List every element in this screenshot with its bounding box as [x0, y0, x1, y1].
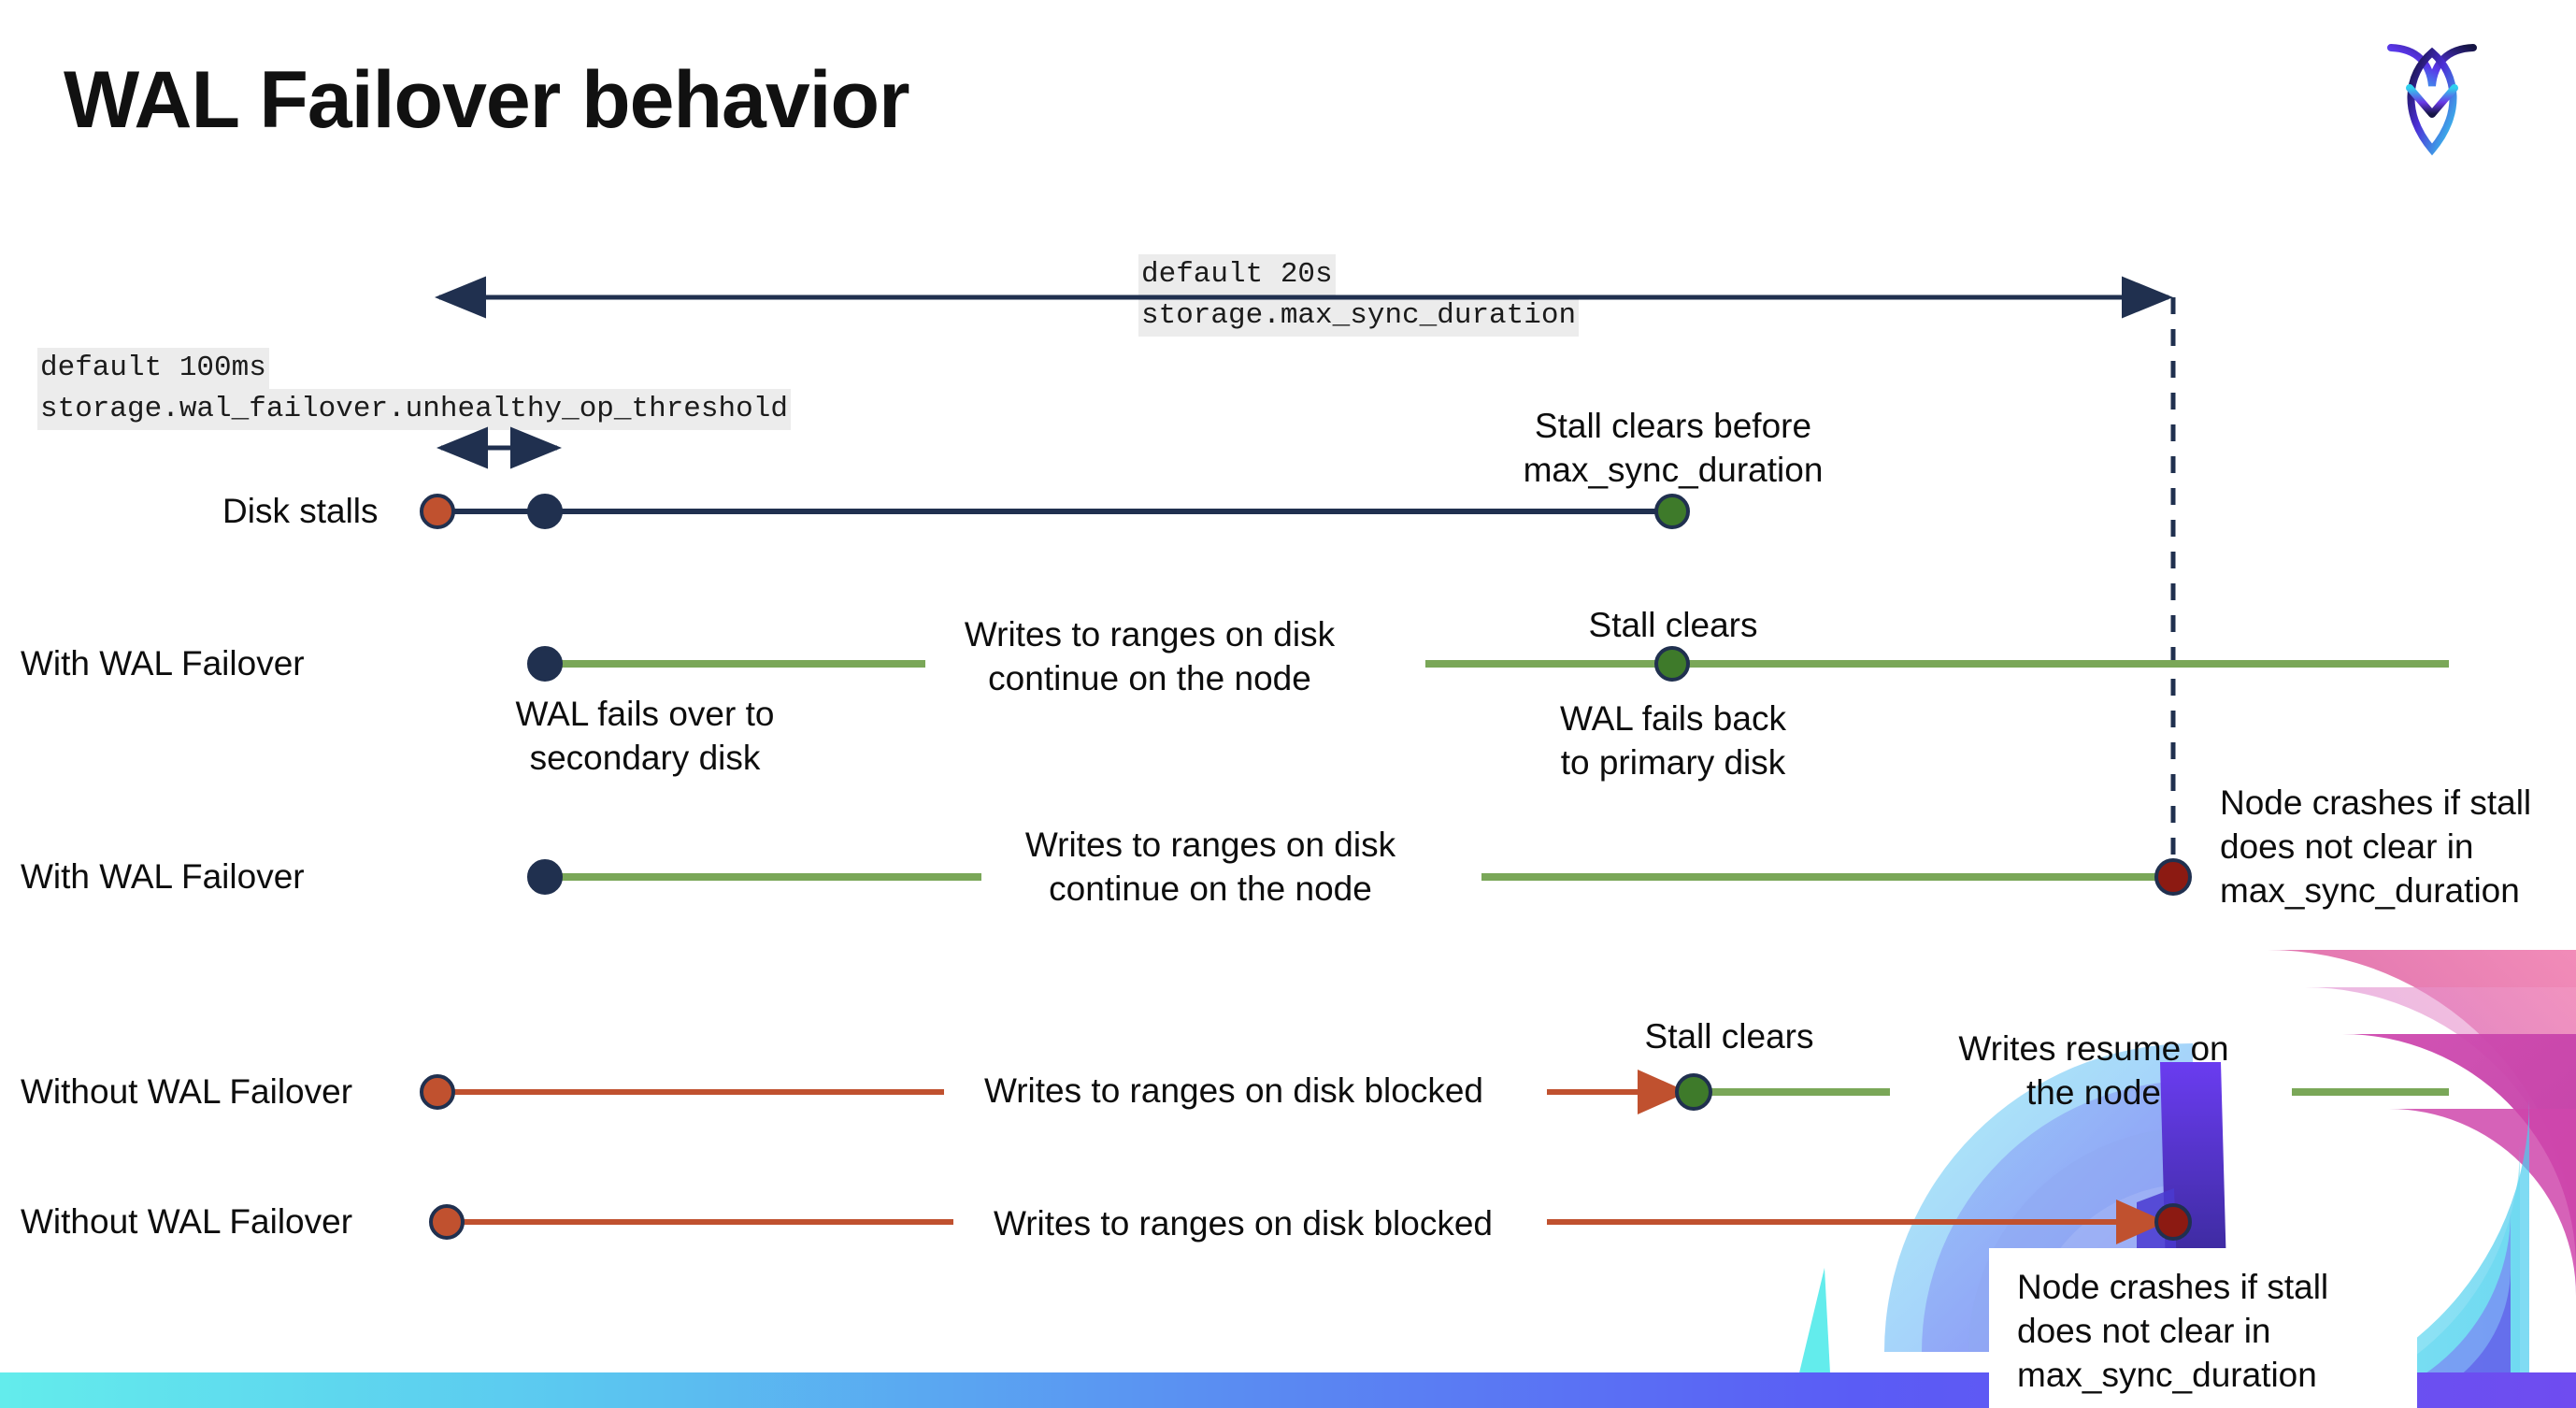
row-label-disk-stalls: Disk stalls [222, 492, 379, 530]
note-stall-clears-row2: Stall clears [1588, 606, 1758, 644]
note-writes-resume: Writes resume on the node [1958, 1029, 2229, 1112]
annotation-max-sync-duration: default 20s storage.max_sync_duration [1138, 254, 1580, 337]
row-label-with-wal-failover-clears: With WAL Failover [21, 644, 305, 682]
row-disk-stalls-track [420, 494, 1690, 529]
row-with-wal-failover-clears-track [527, 646, 2449, 682]
unhealthy-op-default-text: default 100ms [37, 348, 269, 389]
note-stall-clears-before-max-sync: Stall clears before max_sync_duration [1523, 407, 1824, 489]
row-label-without-wal-failover-clears: Without WAL Failover [21, 1072, 353, 1111]
note-writes-blocked-row4: Writes to ranges on disk blocked [983, 1071, 1484, 1110]
annotation-unhealthy-op-threshold: default 100ms storage.wal_failover.unhea… [37, 348, 791, 430]
note-wal-fails-back-primary: WAL fails back to primary disk [1560, 699, 1786, 782]
note-stall-clears-row4: Stall clears [1644, 1017, 1814, 1056]
page-title: WAL Failover behavior [64, 55, 910, 145]
note-writes-continue-row3: Writes to ranges on disk continue on the… [1024, 826, 1396, 908]
note-writes-continue-row2: Writes to ranges on disk continue on the… [964, 615, 1336, 697]
callout-plate-background [1989, 1248, 2417, 1408]
max-sync-default-text: default 20s [1138, 254, 1336, 295]
note-wal-fails-over-secondary: WAL fails over to secondary disk [515, 695, 775, 777]
row-label-without-wal-failover-crash: Without WAL Failover [21, 1202, 353, 1241]
row-label-with-wal-failover-crash: With WAL Failover [21, 857, 305, 896]
cockroach-labs-logo-icon [2387, 44, 2477, 156]
note-node-crashes-row5: Node crashes if stall does not clear in … [2017, 1268, 2329, 1394]
note-node-crashes-row3: Node crashes if stall does not clear in … [2220, 783, 2532, 910]
note-writes-blocked-row5: Writes to ranges on disk blocked [993, 1204, 1494, 1243]
unhealthy-op-setting-text: storage.wal_failover.unhealthy_op_thresh… [37, 389, 791, 430]
max-sync-setting-text: storage.max_sync_duration [1138, 295, 1580, 337]
